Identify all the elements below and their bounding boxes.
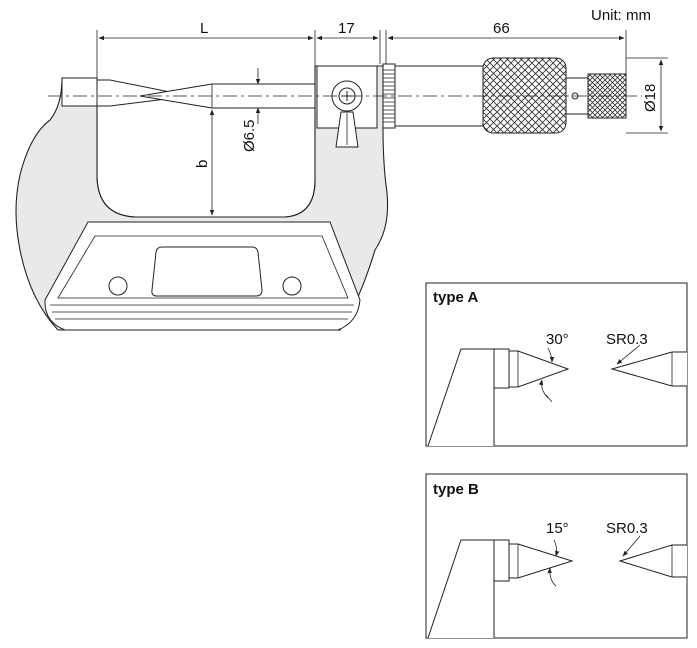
display-window [151,246,263,297]
type-a-radius: SR0.3 [606,331,648,348]
type-b-panel: type B 15° SR0.3 [425,473,688,639]
dim-spindle-diameter-label: Ø6.5 [241,119,258,152]
dim-thimble-length-label: 66 [493,20,510,37]
type-a-panel: type A 30° SR0.3 [425,282,688,447]
dim-length-label: L [200,20,208,37]
type-a-title: type A [433,289,478,306]
dimension-lines [96,30,668,216]
dim-thimble-diameter-label: Ø18 [642,84,659,112]
spindle-lock [316,65,378,148]
thimble-knurl [482,57,567,134]
dim-offset-label: 17 [338,20,355,37]
type-b-radius: SR0.3 [606,520,648,537]
grip-plate [44,221,361,331]
left-screw-hole [108,276,128,296]
right-screw-hole [282,276,302,296]
type-b-angle: 15° [546,520,569,537]
dim-frame-depth-label: b [194,160,211,168]
type-b-title: type B [433,481,479,498]
anvil [61,77,191,107]
type-a-angle: 30° [546,331,569,348]
unit-label: Unit: mm [591,7,651,24]
